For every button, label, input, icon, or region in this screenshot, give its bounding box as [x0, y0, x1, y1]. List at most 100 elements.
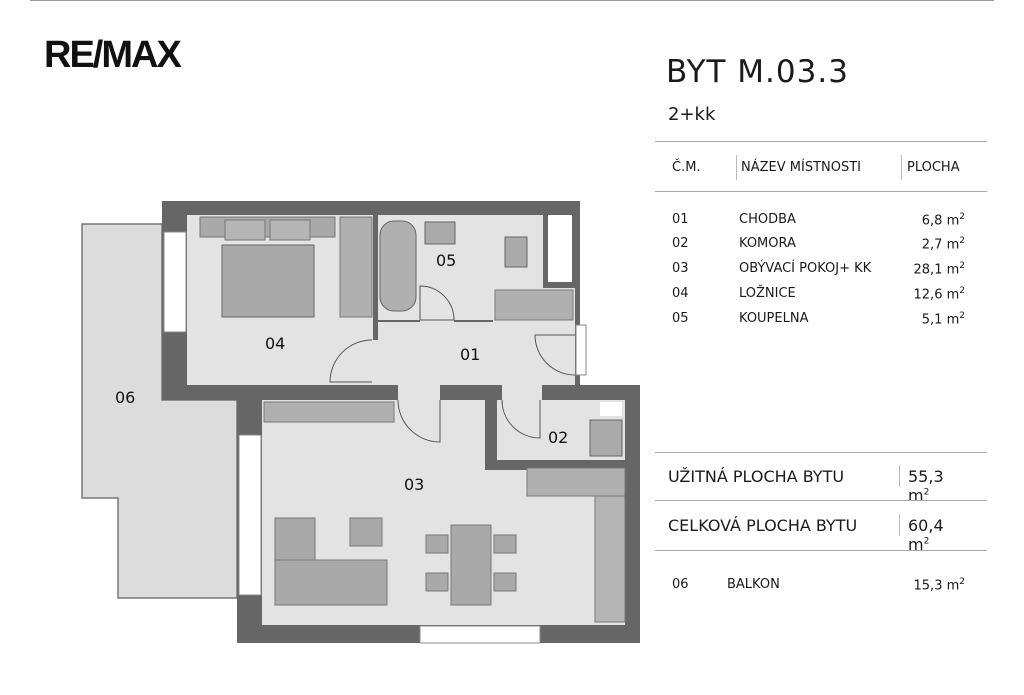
- sofa: [274, 517, 316, 564]
- room-02-wall: [485, 400, 497, 470]
- total-area-value: 60,4 m2: [908, 516, 968, 554]
- divider: [655, 500, 987, 501]
- usable-area-label: UŽITNÁ PLOCHA BYTU: [668, 467, 845, 486]
- room-02-wall: [485, 460, 625, 470]
- divider: [899, 514, 900, 536]
- divider: [655, 191, 987, 192]
- room-number: 03: [672, 261, 689, 276]
- unit-exponent: 2: [959, 286, 965, 296]
- room-area: 5,1 m2: [922, 311, 965, 327]
- room-name: OBÝVACÍ POKOJ+ KK: [739, 261, 872, 276]
- shaft: [548, 215, 572, 282]
- room-label-03: 03: [404, 475, 424, 494]
- total-area-label: CELKOVÁ PLOCHA BYTU: [668, 516, 858, 535]
- room-area: 15,3 m2: [914, 577, 965, 593]
- boiler: [589, 419, 623, 457]
- room-area: 6,8 m2: [922, 212, 965, 228]
- room-name: LOŽNICE: [739, 286, 796, 301]
- table-row: 04 LOŽNICE 12,6 m2: [672, 286, 972, 306]
- window: [238, 434, 262, 596]
- table-row: 05 KOUPELNA 5,1 m2: [672, 311, 972, 331]
- door-swing: [534, 334, 576, 376]
- apartment-title: BYT M.03.3: [666, 54, 849, 90]
- unit-exponent: 2: [959, 236, 965, 246]
- sofa: [274, 559, 388, 606]
- divider: [655, 452, 987, 453]
- toilet: [504, 236, 528, 268]
- remax-logo: RE/MAX: [44, 34, 182, 76]
- door-swing: [329, 339, 373, 383]
- door-swing: [397, 399, 441, 443]
- bed: [221, 244, 315, 318]
- room-area: 28,1 m2: [914, 261, 965, 277]
- area-value: 60,4 m: [908, 516, 944, 554]
- window: [163, 231, 187, 333]
- chair: [493, 572, 517, 592]
- room-label-06: 06: [115, 388, 135, 407]
- area-value: 28,1 m: [913, 262, 960, 278]
- total-area: CELKOVÁ PLOCHA BYTU 60,4 m2: [668, 516, 968, 554]
- closet: [339, 216, 373, 318]
- room-area: 12,6 m2: [914, 286, 965, 302]
- unit-exponent: 2: [959, 212, 965, 222]
- col-header-area: PLOCHA: [907, 160, 960, 175]
- top-border: [30, 0, 994, 1]
- window: [575, 324, 587, 376]
- balcony-row: 06 BALKON 15,3 m2: [672, 577, 972, 597]
- sink: [424, 221, 456, 245]
- unit-exponent: 2: [923, 487, 930, 498]
- chair: [425, 572, 449, 592]
- unit-exponent: 2: [959, 311, 965, 321]
- door-swing: [501, 399, 541, 439]
- room-name: BALKON: [727, 577, 780, 592]
- room-number: 04: [672, 286, 689, 301]
- wardrobe: [199, 216, 336, 238]
- pillow: [224, 219, 266, 241]
- door-swing: [419, 285, 455, 321]
- room-number: 01: [672, 212, 689, 227]
- room-label-01: 01: [460, 345, 480, 364]
- area-value: 12,6 m: [913, 287, 960, 303]
- tv-cabinet: [263, 401, 395, 423]
- door-opening: [372, 340, 379, 385]
- divider: [655, 550, 987, 551]
- door-opening: [502, 385, 542, 400]
- room-name: KOMORA: [739, 236, 796, 251]
- divider: [901, 155, 902, 180]
- apartment-layout: 2+kk: [668, 104, 716, 125]
- divider: [655, 141, 987, 142]
- bathtub: [379, 220, 417, 312]
- col-header-number: Č.M.: [672, 160, 701, 175]
- divider: [899, 465, 900, 487]
- unit-exponent: 2: [923, 536, 930, 547]
- area-value: 6,8 m: [921, 213, 960, 229]
- room-number: 05: [672, 311, 689, 326]
- room-label-02: 02: [548, 428, 568, 447]
- unit-exponent: 2: [959, 261, 965, 271]
- kitchen-counter: [526, 467, 626, 497]
- room-area: 2,7 m2: [922, 236, 965, 252]
- room-name: CHODBA: [739, 212, 796, 227]
- chair: [493, 534, 517, 554]
- chair: [425, 534, 449, 554]
- door-opening: [398, 385, 440, 400]
- dining-table: [450, 524, 492, 606]
- kitchen-counter: [594, 495, 626, 623]
- room-number: 06: [672, 577, 689, 592]
- coffee-table: [349, 517, 383, 547]
- table-row: 03 OBÝVACÍ POKOJ+ KK 28,1 m2: [672, 261, 972, 281]
- table-row: 02 KOMORA 2,7 m2: [672, 236, 972, 256]
- room-number: 02: [672, 236, 689, 251]
- unit-exponent: 2: [959, 577, 965, 587]
- divider: [736, 155, 737, 180]
- area-value: 2,7 m: [921, 237, 960, 253]
- pillow: [269, 219, 311, 241]
- window: [600, 402, 622, 416]
- window: [419, 625, 541, 644]
- room-label-04: 04: [265, 334, 285, 353]
- area-value: 5,1 m: [921, 312, 960, 328]
- storage-shelf: [494, 289, 574, 321]
- col-header-name: NÁZEV MÍSTNOSTI: [741, 160, 861, 175]
- table-row: 01 CHODBA 6,8 m2: [672, 212, 972, 232]
